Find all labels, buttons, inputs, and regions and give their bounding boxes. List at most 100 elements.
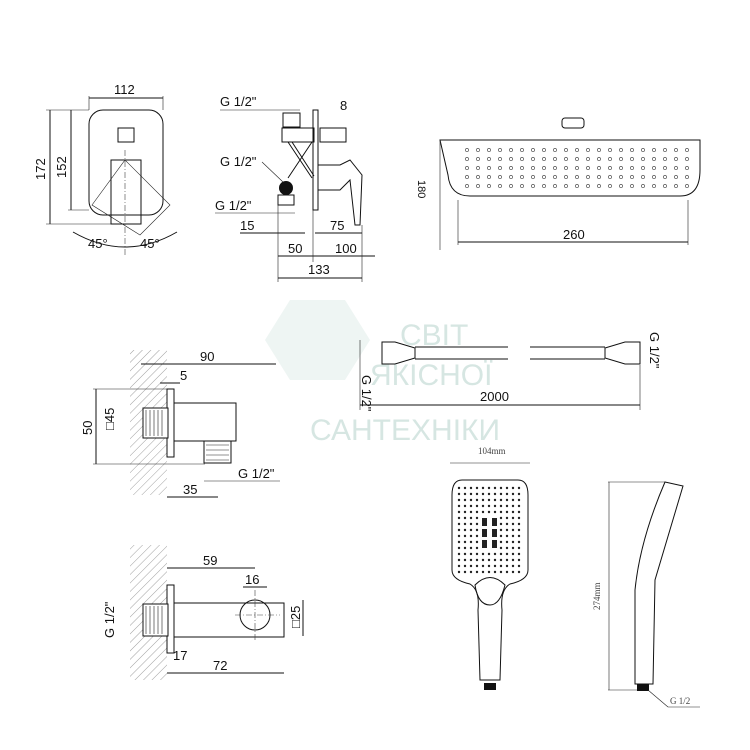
nozzle [663,148,667,152]
nozzle [685,184,689,188]
nozzle [481,510,485,514]
nozzle [505,570,509,574]
nozzle [487,148,491,152]
nozzle [487,175,491,179]
nozzle [499,546,503,550]
dim-15: 15 [240,218,254,233]
nozzle [463,534,467,538]
nozzle [481,552,485,556]
dim-square-25: □25 [288,606,303,628]
nozzle [463,570,467,574]
nozzle [505,558,509,562]
nozzle [663,166,667,170]
nozzle [457,552,461,556]
nozzle [487,492,491,496]
nozzle [511,564,515,568]
dim-260: 260 [563,227,585,242]
nozzle [493,492,497,496]
nozzle [597,175,601,179]
nozzle [553,157,557,161]
center-nozzle [482,518,487,526]
nozzle [520,175,524,179]
nozzle [531,166,535,170]
nozzle [505,546,509,550]
nozzle [517,504,521,508]
nozzle [509,157,513,161]
nozzle [499,504,503,508]
nozzle [476,166,480,170]
center-nozzle [492,518,497,526]
nozzle [509,184,513,188]
nozzle [553,148,557,152]
nozzle [517,558,521,562]
nozzle [674,175,678,179]
nozzle [499,498,503,502]
nozzle [517,486,521,490]
nozzle [487,184,491,188]
nozzle [553,184,557,188]
thread-bottom: G 1/2" [215,198,252,213]
nozzle [487,552,491,556]
nozzle [630,166,634,170]
nozzle [630,184,634,188]
thread-right: G 1/2" [647,332,662,369]
center-nozzle [482,540,487,548]
nozzle [685,157,689,161]
nozzle [469,522,473,526]
dim-angle-left: 45° [88,236,108,251]
nozzle [505,516,509,520]
nozzle [481,486,485,490]
nozzle [685,175,689,179]
nozzle [487,157,491,161]
nozzle [608,166,612,170]
nozzle [469,540,473,544]
nozzle [475,570,479,574]
nozzle [463,510,467,514]
nozzle [463,504,467,508]
dim-75: 75 [330,218,344,233]
dim-274mm: 274mm [592,582,602,610]
nozzle [476,184,480,188]
nozzle [475,558,479,562]
nozzle [511,492,515,496]
shower-hose: 2000 G 1/2" G 1/2" [359,332,662,412]
dim-5: 5 [180,368,187,383]
hand-nozzle-pattern [457,486,521,574]
overhead-shower: 260 180 [415,117,701,250]
nozzle [652,175,656,179]
nozzle [511,510,515,514]
nozzle [542,184,546,188]
nozzle [511,570,515,574]
nozzle [608,148,612,152]
dim-104mm: 104mm [478,446,506,456]
nozzle [457,570,461,574]
nozzle [511,522,515,526]
nozzle [630,175,634,179]
nozzle [475,492,479,496]
nozzle [463,552,467,556]
nozzle [476,148,480,152]
thread-outlet: G 1/2" [238,466,275,481]
hand-shower-side: 274mm G 1/2 [592,481,700,708]
nozzle [457,558,461,562]
nozzle [511,534,515,538]
nozzle [476,175,480,179]
nozzle [542,157,546,161]
nozzle [493,510,497,514]
nozzle [652,166,656,170]
nozzle [641,148,645,152]
nozzle [511,486,515,490]
nozzle [517,546,521,550]
nozzle [663,175,667,179]
nozzle-pattern [465,148,689,188]
nozzle [499,492,503,496]
nozzle [575,148,579,152]
nozzle [505,486,509,490]
nozzle [493,564,497,568]
dim-angle-right: 45° [140,236,160,251]
nozzle [608,157,612,161]
nozzle [520,148,524,152]
nozzle [564,148,568,152]
hand-shower-front: 104mm [450,446,530,690]
nozzle [481,492,485,496]
